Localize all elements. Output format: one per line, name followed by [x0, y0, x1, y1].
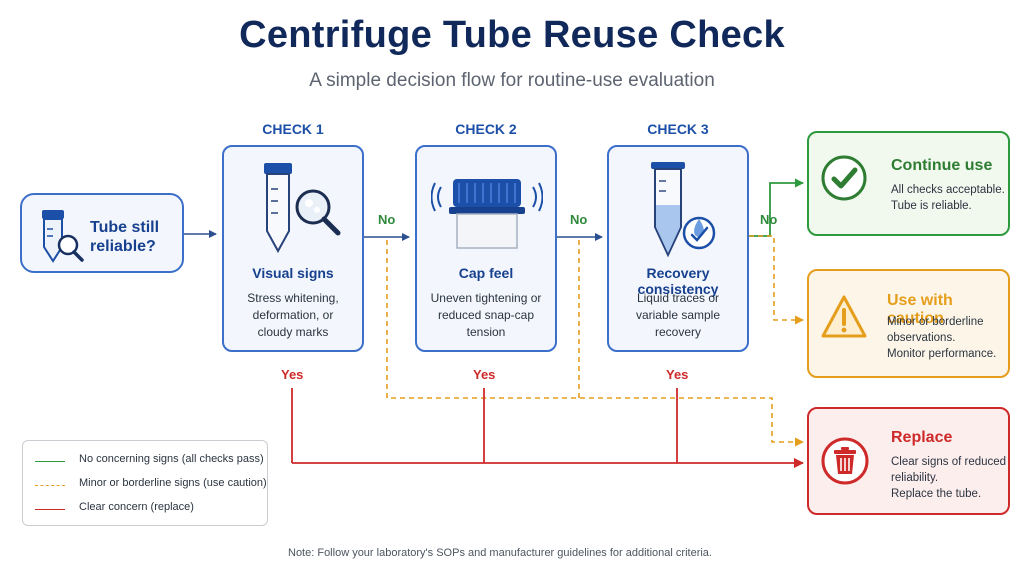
- outcome-continue-desc-1: All checks acceptable.: [891, 184, 1005, 196]
- outcome-replace-desc-2: reliability.: [891, 472, 939, 484]
- no-label-2: No: [570, 212, 588, 227]
- legend-line-orange: [35, 485, 65, 486]
- footnote: Note: Follow your laboratory's SOPs and …: [288, 547, 712, 559]
- legend-item-replace: Clear concern (replace): [35, 501, 265, 517]
- legend-line-green: [35, 461, 65, 462]
- outcome-caution-title: Use with caution: [887, 292, 953, 327]
- yes-label-3: Yes: [666, 367, 689, 382]
- legend-text-pass: No concerning signs (all checks pass): [79, 453, 264, 465]
- outcome-caution: Use with caution Minor or borderline obs…: [807, 269, 1010, 378]
- check-2-desc-line-3: tension: [466, 325, 506, 339]
- tube-magnifier-icon: [264, 163, 341, 254]
- check-3-desc-line-2: variable sample: [635, 308, 721, 322]
- legend-text-caution: Minor or borderline signs (use caution): [79, 477, 267, 489]
- check-3-label: CHECK 3: [647, 121, 709, 137]
- legend-item-caution: Minor or borderline signs (use caution): [35, 477, 267, 493]
- legend: No concerning signs (all checks pass) Mi…: [22, 440, 268, 526]
- check-1-desc-line-2: deformation, or: [252, 308, 334, 322]
- page-title: Centrifuge Tube Reuse Check: [239, 14, 785, 56]
- check-3-title: Recovery consistency: [637, 265, 719, 297]
- outcome-continue-title: Continue use: [891, 157, 993, 174]
- dashed-borderline-path: [386, 240, 804, 447]
- check-2-desc-line-1: Uneven tightening or: [430, 291, 542, 305]
- outcome-caution-desc-1: Minor or borderline: [887, 316, 984, 328]
- check-2-desc-line-2: reduced snap-cap: [437, 308, 535, 322]
- check-1-desc-line-1: Stress whitening,: [247, 291, 339, 305]
- no-label-1: No: [378, 212, 396, 227]
- start-node: Tube still reliable?: [20, 193, 184, 273]
- legend-text-replace: Clear concern (replace): [79, 501, 194, 513]
- check-3-box: Recovery consistency Liquid traces or va…: [607, 145, 749, 352]
- checkmark-icon: [821, 155, 867, 201]
- outcome-replace-desc-3: Replace the tube.: [891, 488, 982, 500]
- check-1-title: Visual signs: [252, 265, 334, 281]
- arrow-to-caution: [749, 235, 804, 325]
- outcome-caution-desc-3: Monitor performance.: [887, 348, 997, 360]
- outcome-continue-desc-2: Tube is reliable.: [891, 200, 972, 212]
- outcome-replace-desc-1: Clear signs of reduced: [891, 456, 1007, 468]
- outcome-continue: Continue use All checks acceptable. Tube…: [807, 131, 1010, 236]
- check-1-label: CHECK 1: [262, 121, 324, 137]
- page-subtitle: A simple decision flow for routine-use e…: [309, 70, 715, 91]
- tube-magnifier-icon: [42, 210, 84, 263]
- check-2-box: Cap feel Uneven tightening or reduced sn…: [415, 145, 557, 352]
- snap-cap-icon: [431, 179, 543, 249]
- arrow-to-continue: [749, 178, 804, 237]
- trash-icon: [821, 437, 869, 485]
- legend-line-red: [35, 509, 65, 510]
- start-node-label: Tube still reliable?: [90, 219, 160, 255]
- no-label-3: No: [760, 212, 778, 227]
- outcome-caution-desc-2: observations.: [887, 332, 956, 344]
- warning-icon: [821, 295, 867, 338]
- check-1-desc-line-3: cloudy marks: [257, 325, 329, 339]
- outcome-replace-title: Replace: [891, 429, 953, 446]
- legend-item-pass: No concerning signs (all checks pass): [35, 453, 265, 469]
- tube-droplet-check-icon: [651, 162, 716, 258]
- check-3-desc-line-1: Liquid traces or: [636, 291, 720, 305]
- outcome-replace: Replace Clear signs of reduced reliabili…: [807, 407, 1010, 515]
- yes-label-2: Yes: [473, 367, 496, 382]
- check-1-box: Visual signs Stress whitening, deformati…: [222, 145, 364, 352]
- check-2-title: Cap feel: [458, 265, 514, 281]
- check-2-label: CHECK 2: [455, 121, 517, 137]
- yes-label-1: Yes: [281, 367, 304, 382]
- check-3-desc-line-3: recovery: [654, 325, 701, 339]
